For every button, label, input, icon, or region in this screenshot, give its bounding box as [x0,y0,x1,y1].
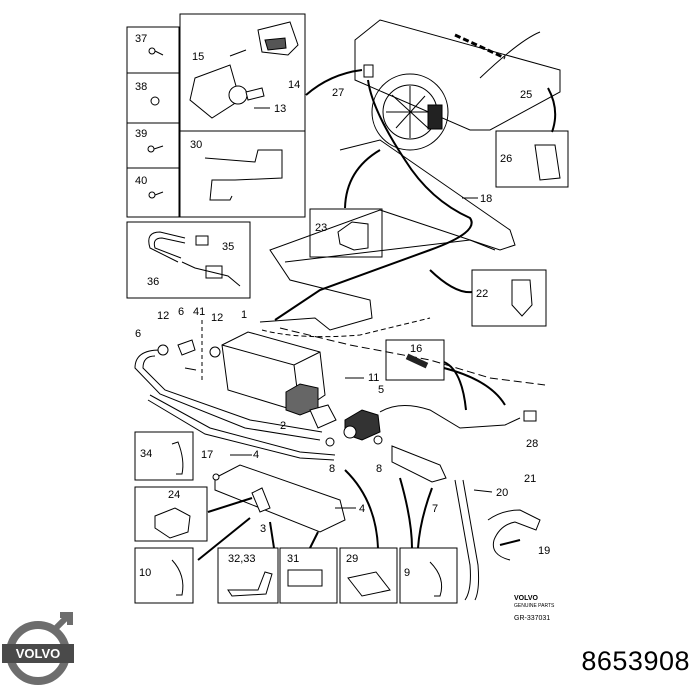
arrow-23 [344,149,381,209]
canister-drawing [221,331,337,429]
brand-wordmark: VOLVO [514,595,539,602]
callout-37: 37 [135,33,147,45]
callout-26: 26 [500,153,512,165]
callout-25: 25 [520,89,532,101]
connector-27 [363,64,374,78]
callout-28: 28 [526,438,538,450]
callout-5: 5 [378,384,384,396]
leader-20 [473,489,493,493]
callout-15: 15 [192,51,204,63]
callout-11: 11 [368,372,379,384]
callout-40: 40 [135,175,147,187]
volvo-logo: VOLVO [2,612,74,685]
callout-6b: 6 [178,306,184,318]
callout-16: 16 [410,343,422,355]
detail-box-bracket-30 [179,130,306,218]
callout-10: 10 [139,567,151,579]
part-number: 8653908 [581,646,690,676]
callout-18: 18 [480,193,492,205]
clip-16-drawing [405,353,429,369]
detail-boxes-left [126,26,180,218]
tie-34-drawing [171,441,184,475]
detail-box-clip-23 [309,208,383,258]
connector-31-drawing [287,569,323,587]
diagram-reference: GR-337031 [514,615,550,622]
lower-hoses-drawing [391,445,541,601]
callout-34: 34 [140,448,152,460]
callout-38: 38 [135,81,147,93]
detail-box-hose [126,221,251,299]
clip-26-drawing [534,144,561,181]
hose-drawing [148,231,241,287]
detail-box-24 [134,486,208,542]
callout-17: 17 [201,449,213,461]
clip-23-drawing [337,221,369,251]
clip-24-drawing [154,507,191,539]
detail-box-10 [134,547,194,604]
callout-24: 24 [168,489,180,501]
callout-7: 7 [432,503,438,515]
callout-14: 14 [288,79,300,91]
detail-box-31 [279,547,338,604]
callout-9: 9 [404,567,410,579]
callout-22: 22 [476,288,488,300]
callout-39: 39 [135,128,147,140]
callout-3: 3 [260,523,266,535]
callout-32-33: 32,33 [228,553,256,565]
callout-41: 41 [193,306,205,318]
callout-4b: 4 [359,503,365,515]
arrow-16a [443,361,467,411]
callout-8b: 8 [376,463,382,475]
callout-1: 1 [241,309,247,321]
pad-29-drawing [347,571,391,597]
callout-19: 19 [538,545,550,557]
mount-bracket-drawing [212,454,356,533]
callout-12b: 12 [211,312,223,324]
arrow-22 [429,269,473,294]
callout-35: 35 [222,241,234,253]
clip-22-drawing [511,279,533,317]
detail-box-34 [134,431,194,481]
tie-10-drawing [171,559,184,596]
callout-23: 23 [315,222,327,234]
brand-caption: GENUINE PARTS [514,603,555,609]
detail-box-29 [339,547,398,604]
arrow-27 [305,69,363,96]
callout-29: 29 [346,553,358,565]
detail-box-32-33 [217,547,279,604]
logo-wordmark: VOLVO [16,646,61,661]
callout-21: 21 [524,473,536,485]
bottom-arrows [197,469,433,561]
detail-box-9 [399,547,458,604]
detail-box-clip-26 [495,130,569,188]
callout-12a: 12 [157,310,169,322]
bracket-32-drawing [227,571,273,597]
callout-27: 27 [332,87,344,99]
callout-36: 36 [147,276,159,288]
callout-30: 30 [190,139,202,151]
subframe-drawing [259,79,546,386]
callout-6a: 6 [135,328,141,340]
arrow-16b [443,367,506,406]
arrow-24 [207,497,253,513]
callout-4a: 4 [253,449,259,461]
arrow-26 [547,87,557,133]
tie-9-drawing [429,561,443,597]
pump-drawing [189,21,299,119]
callout-31: 31 [287,553,299,565]
callout-8a: 8 [329,463,335,475]
valve-drawing [325,405,537,447]
vent-hoses-drawing [134,339,336,461]
detail-box-16 [385,339,445,381]
radiator-fan-drawing [354,19,561,151]
bracket-30-drawing [204,149,283,201]
callout-20: 20 [496,487,508,499]
callout-13: 13 [274,103,286,115]
detail-box-clip-22 [471,269,547,327]
small-screws-drawing [147,47,164,199]
